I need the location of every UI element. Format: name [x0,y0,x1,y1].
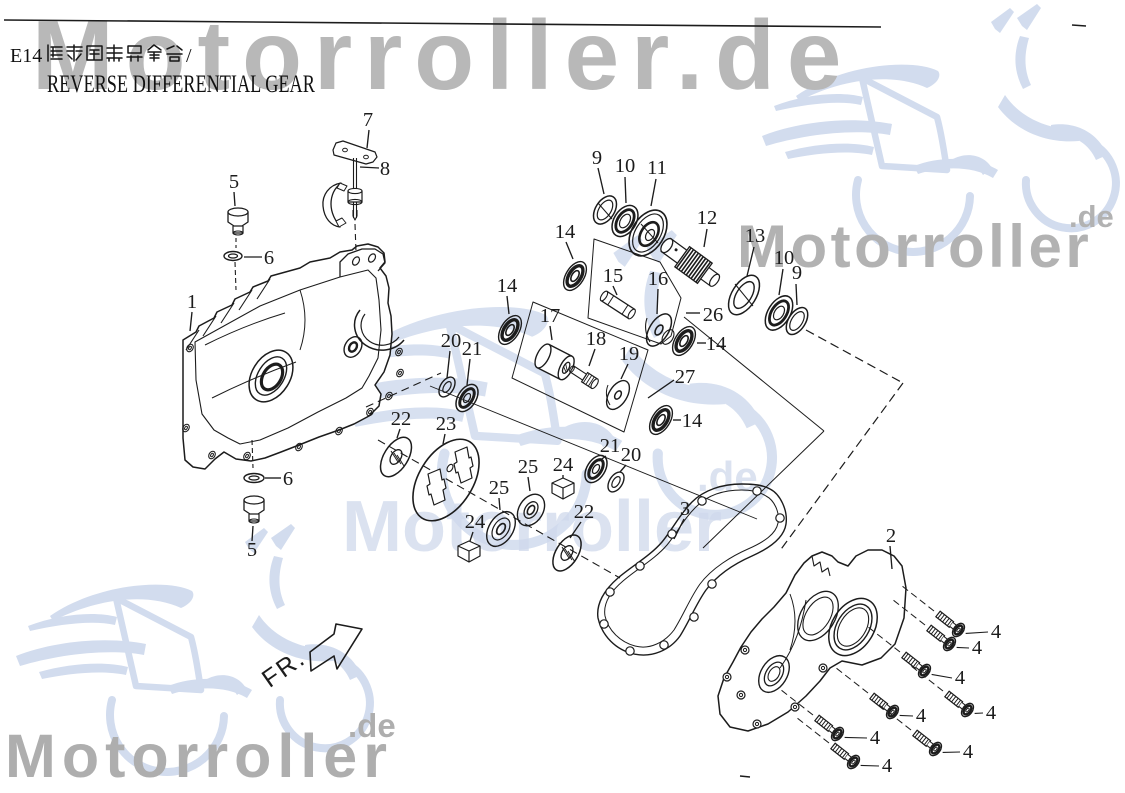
svg-text:15: 15 [603,265,624,287]
svg-text:4: 4 [991,621,1001,643]
svg-text:5: 5 [247,539,257,561]
svg-text:4: 4 [972,637,982,659]
svg-text:21: 21 [600,435,621,457]
svg-text:25: 25 [489,477,510,499]
svg-text:.de: .de [697,453,758,500]
svg-text:10: 10 [774,247,795,269]
svg-text:.de: .de [348,707,396,744]
svg-text:7: 7 [363,109,373,131]
svg-text:14: 14 [682,410,703,432]
svg-text:26: 26 [703,304,724,326]
svg-text:Motorroller.de: Motorroller.de [32,0,853,110]
svg-text:2: 2 [886,525,896,547]
svg-text:20: 20 [621,444,642,466]
svg-text:22: 22 [574,501,595,523]
svg-text:/: / [186,45,192,67]
svg-text:14: 14 [555,221,576,243]
svg-text:4: 4 [963,741,973,763]
svg-text:1: 1 [187,291,197,313]
svg-text:8: 8 [380,158,390,180]
svg-text:4: 4 [955,667,965,689]
svg-text:Motorroller: Motorroller [342,487,722,567]
svg-text:22: 22 [391,408,412,430]
svg-text:4: 4 [986,702,996,724]
svg-text:17: 17 [540,305,561,327]
svg-text:3: 3 [680,498,690,520]
svg-text:20: 20 [441,330,462,352]
svg-text:Motorroller: Motorroller [5,722,393,790]
svg-text:6: 6 [264,247,274,269]
svg-text:14: 14 [706,333,727,355]
svg-text:24: 24 [465,511,486,533]
svg-text:10: 10 [615,155,636,177]
svg-text:4: 4 [916,705,926,727]
svg-text:21: 21 [462,338,483,360]
svg-text:12: 12 [697,207,718,229]
svg-text:9: 9 [592,147,602,169]
svg-text:11: 11 [647,157,667,179]
svg-text:Motorroller: Motorroller [737,213,1092,280]
svg-text:14: 14 [497,275,518,297]
svg-text:25: 25 [518,456,539,478]
svg-text:.de: .de [1069,199,1114,234]
svg-text:23: 23 [436,413,457,435]
svg-text:27: 27 [675,366,696,388]
svg-text:REVERSE DIFFERENTIAL GEAR: REVERSE DIFFERENTIAL GEAR [47,70,315,97]
svg-text:4: 4 [870,727,880,749]
svg-text:6: 6 [283,468,293,490]
svg-text:13: 13 [745,225,766,247]
svg-text:18: 18 [586,328,607,350]
svg-text:5: 5 [229,171,239,193]
svg-text:19: 19 [619,343,640,365]
svg-text:9: 9 [792,262,802,284]
svg-text:4: 4 [882,755,892,777]
svg-text:E14: E14 [10,45,42,67]
svg-text:24: 24 [553,454,574,476]
svg-text:16: 16 [648,268,669,290]
